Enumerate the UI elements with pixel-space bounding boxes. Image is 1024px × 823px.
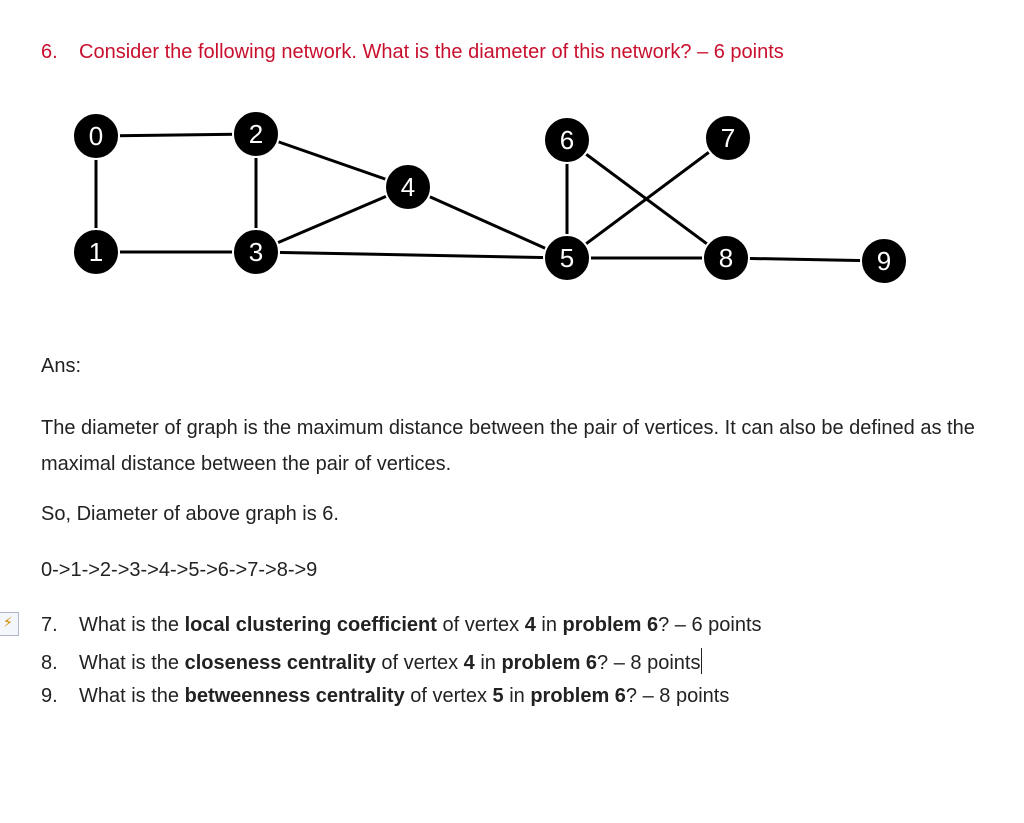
question-9: 9. What is the betweenness centrality of …: [41, 684, 729, 708]
lightning-note-icon[interactable]: ⚡: [0, 612, 19, 636]
question-number: 8.: [41, 652, 58, 674]
node-9: [860, 237, 908, 285]
question-7: 7. What is the local clustering coefficie…: [41, 613, 762, 637]
edge-2-4: [255, 132, 409, 189]
node-7: [704, 114, 752, 162]
node-label-1: 1: [89, 237, 103, 267]
bold-vertex: 4: [463, 652, 475, 674]
text: of vertex: [404, 685, 493, 707]
node-label-6: 6: [560, 125, 574, 155]
node-4: [384, 163, 432, 211]
node-5: [543, 234, 591, 282]
edge-0-2: [95, 132, 257, 138]
question-text: Consider the following network. What is …: [79, 41, 784, 63]
node-2: [232, 110, 280, 158]
edge-3-4: [255, 185, 409, 254]
text: in: [535, 614, 563, 636]
bold-term: closeness centrality: [184, 652, 376, 674]
edge-3-5: [255, 250, 568, 260]
node-label-8: 8: [719, 243, 733, 273]
network-graph: 0 1 2 3 4 5 6 7 8 9: [72, 110, 908, 285]
answer-path: 0->1->2->3->4->5->6->7->8->9: [41, 559, 318, 581]
node-label-9: 9: [877, 246, 891, 276]
answer-definition: The diameter of graph is the maximum dis…: [41, 417, 975, 475]
node-0: [72, 112, 120, 160]
text: of vertex: [436, 614, 525, 636]
text: What is the: [79, 652, 185, 674]
text: in: [503, 685, 531, 707]
node-8: [702, 234, 750, 282]
question-number: 7.: [41, 614, 58, 636]
node-label-3: 3: [249, 237, 263, 267]
bold-problem: problem 6: [501, 652, 598, 674]
text: of vertex: [375, 652, 464, 674]
text-cursor: [701, 648, 703, 674]
answer-label: Ans:: [41, 355, 82, 377]
text: in: [474, 652, 502, 674]
text: ? – 8 points: [625, 685, 730, 707]
text: What is the: [79, 685, 185, 707]
question-number: 6.: [41, 41, 58, 63]
node-label-0: 0: [89, 121, 103, 151]
text: ? – 6 points: [658, 614, 762, 636]
node-6: [543, 116, 591, 164]
edge-8-9: [725, 256, 885, 263]
node-1: [72, 228, 120, 276]
bold-problem: problem 6: [562, 614, 659, 636]
edge-4-5: [407, 185, 568, 260]
bold-vertex: 4: [524, 614, 536, 636]
question-6: 6. Consider the following network. What i…: [41, 40, 784, 64]
text: What is the: [79, 614, 185, 636]
edge-6-8: [566, 138, 727, 260]
bold-problem: problem 6: [530, 685, 626, 707]
bold-term: betweenness centrality: [184, 685, 405, 707]
bold-term: local clustering coefficient: [184, 614, 437, 636]
question-number: 9.: [41, 685, 58, 707]
node-label-5: 5: [560, 243, 574, 273]
node-label-4: 4: [401, 172, 415, 202]
text: ? – 8 points: [597, 652, 701, 674]
node-3: [232, 228, 280, 276]
node-label-7: 7: [721, 123, 735, 153]
node-label-2: 2: [249, 119, 263, 149]
bold-vertex: 5: [492, 685, 504, 707]
question-8: 8. What is the closeness centrality of ve…: [41, 648, 703, 675]
answer-conclusion: So, Diameter of above graph is 6.: [41, 503, 339, 525]
